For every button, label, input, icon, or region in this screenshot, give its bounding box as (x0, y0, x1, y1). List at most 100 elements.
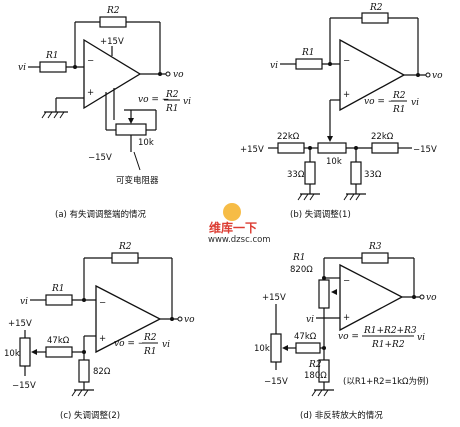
vo-label-b: vo (432, 71, 443, 81)
caption-b: (b) 失调调整(1) (290, 209, 351, 220)
vi-label-b: vi (270, 61, 278, 71)
r47k-label-d: 47kΩ (294, 332, 317, 342)
inv-sign-b: − (343, 56, 350, 66)
noninv-sign-b: + (343, 90, 350, 100)
r2-label-b: R2 (369, 3, 383, 13)
eq-right-d: vi (417, 333, 425, 343)
eq-den-c: R1 (143, 347, 157, 357)
resistor-r2-b (361, 12, 389, 24)
eq-num-b: R2 (392, 91, 406, 101)
pot-value-c: 10k (4, 349, 20, 359)
resistor-r1-d (318, 279, 330, 309)
r3-label-d: R3 (368, 242, 382, 252)
eq-left-c: vo = − (114, 339, 145, 349)
eq-left-d: vo = (338, 332, 359, 342)
inv-sign-d: − (343, 276, 350, 286)
minus15-label-a: −15V (88, 153, 112, 163)
vi-label-a: vi (18, 63, 26, 73)
noninv-sign-d: + (343, 313, 350, 323)
vo-label-a: vo (173, 70, 184, 80)
eq-right-b: vi (411, 98, 419, 108)
r22k-left-label-b: 22kΩ (277, 132, 300, 142)
plus15-label-b: +15V (240, 145, 264, 155)
resistor-22k-right-b (371, 142, 399, 154)
caption-a: (a) 有失调调整端的情况 (55, 209, 147, 220)
minus15-label-b: −15V (413, 145, 437, 155)
inv-sign-c: − (99, 298, 106, 308)
watermark: 维库一下 www.dzsc.com (208, 203, 271, 245)
eq-right-a: vi (183, 97, 191, 107)
eq-num-d: R1+R2+R3 (363, 326, 417, 336)
resistor-r1-b (295, 58, 323, 70)
minus15-label-d: −15V (264, 377, 288, 387)
plus15-label-c: +15V (8, 319, 32, 329)
r1-label-a: R1 (45, 51, 59, 61)
eq-den-b: R1 (392, 105, 406, 115)
potentiometer-b (317, 142, 347, 154)
watermark-logo-text: 维库一下 (209, 220, 257, 235)
eq-right-c: vi (162, 340, 170, 350)
pot-description-a: 可变电阻器 (116, 175, 159, 186)
minus15-label-c: −15V (12, 381, 36, 391)
resistor-r2-c (111, 252, 139, 264)
resistor-47k-d (295, 342, 321, 354)
eq-left-b: vo = − (364, 97, 395, 107)
caption-d: (d) 非反转放大的情况 (300, 410, 383, 421)
op-amp-c (95, 284, 162, 354)
r1-label-c: R1 (51, 284, 65, 294)
inv-sign-a: − (87, 56, 94, 66)
panel-a: − + vi R1 R2 vo +15V (18, 6, 191, 220)
op-amp-a (83, 38, 142, 110)
resistor-r1-c (45, 294, 73, 306)
r33-right-label-b: 33Ω (364, 170, 382, 180)
r22k-right-label-b: 22kΩ (371, 132, 394, 142)
plus15-label-a: +15V (100, 37, 124, 47)
note-d: (以R1+R2=1kΩ为例) (343, 376, 429, 387)
r2-label-c: R2 (118, 242, 132, 252)
vo-label-c: vo (184, 315, 195, 325)
r1-label-d: R1 (292, 253, 306, 263)
r820-label-d: 820Ω (290, 265, 313, 275)
eq-left-a: vo = − (138, 95, 169, 105)
caption-c: (c) 失调调整(2) (60, 410, 120, 421)
potentiometer-a (115, 123, 147, 136)
vi-label-c: vi (20, 297, 28, 307)
panel-d: − + R1 820Ω R3 vo vi +15V 10k −15V 47kΩ (254, 242, 437, 421)
r2-label-a: R2 (106, 6, 120, 16)
op-amp-d (339, 263, 404, 332)
resistor-82-c (78, 359, 90, 383)
eq-den-a: R1 (165, 104, 179, 114)
vi-label-d: vi (306, 315, 314, 325)
r1-label-b: R1 (301, 48, 315, 58)
pot-value-a: 10k (138, 138, 154, 148)
r180-label-d: 180Ω (304, 371, 327, 381)
op-amp-b (339, 38, 406, 112)
eq-den-d: R1+R2 (371, 340, 405, 350)
resistor-r3-d (361, 252, 389, 264)
panel-c: − + vi R1 R2 vo +15V 10k −15V 47kΩ 82Ω (4, 242, 195, 421)
r47k-label-c: 47kΩ (47, 336, 70, 346)
r33-left-label-b: 33Ω (287, 170, 305, 180)
noninv-sign-a: + (87, 88, 94, 98)
resistor-33-right-b (350, 161, 362, 185)
potentiometer-d (270, 333, 282, 363)
vo-label-d: vo (426, 293, 437, 303)
resistor-47k-c (45, 346, 73, 358)
resistor-r2-a (99, 16, 127, 28)
potentiometer-c (19, 337, 31, 367)
resistor-33-left-b (304, 161, 316, 185)
watermark-url: www.dzsc.com (208, 235, 271, 245)
pot-value-b: 10k (326, 157, 342, 167)
logo-icon (223, 203, 241, 221)
r82-label-c: 82Ω (93, 367, 111, 377)
r2-label-d: R2 (308, 360, 322, 370)
resistor-22k-left-b (277, 142, 305, 154)
pot-value-d: 10k (254, 344, 270, 354)
panel-b: − + vi R1 R2 vo vo = − R2 R1 vi +15V 22k… (240, 3, 443, 220)
eq-num-c: R2 (143, 333, 157, 343)
plus15-label-d: +15V (262, 293, 286, 303)
noninv-sign-c: + (99, 334, 106, 344)
resistor-r1-a (39, 61, 67, 73)
eq-num-a: R2 (165, 90, 179, 100)
